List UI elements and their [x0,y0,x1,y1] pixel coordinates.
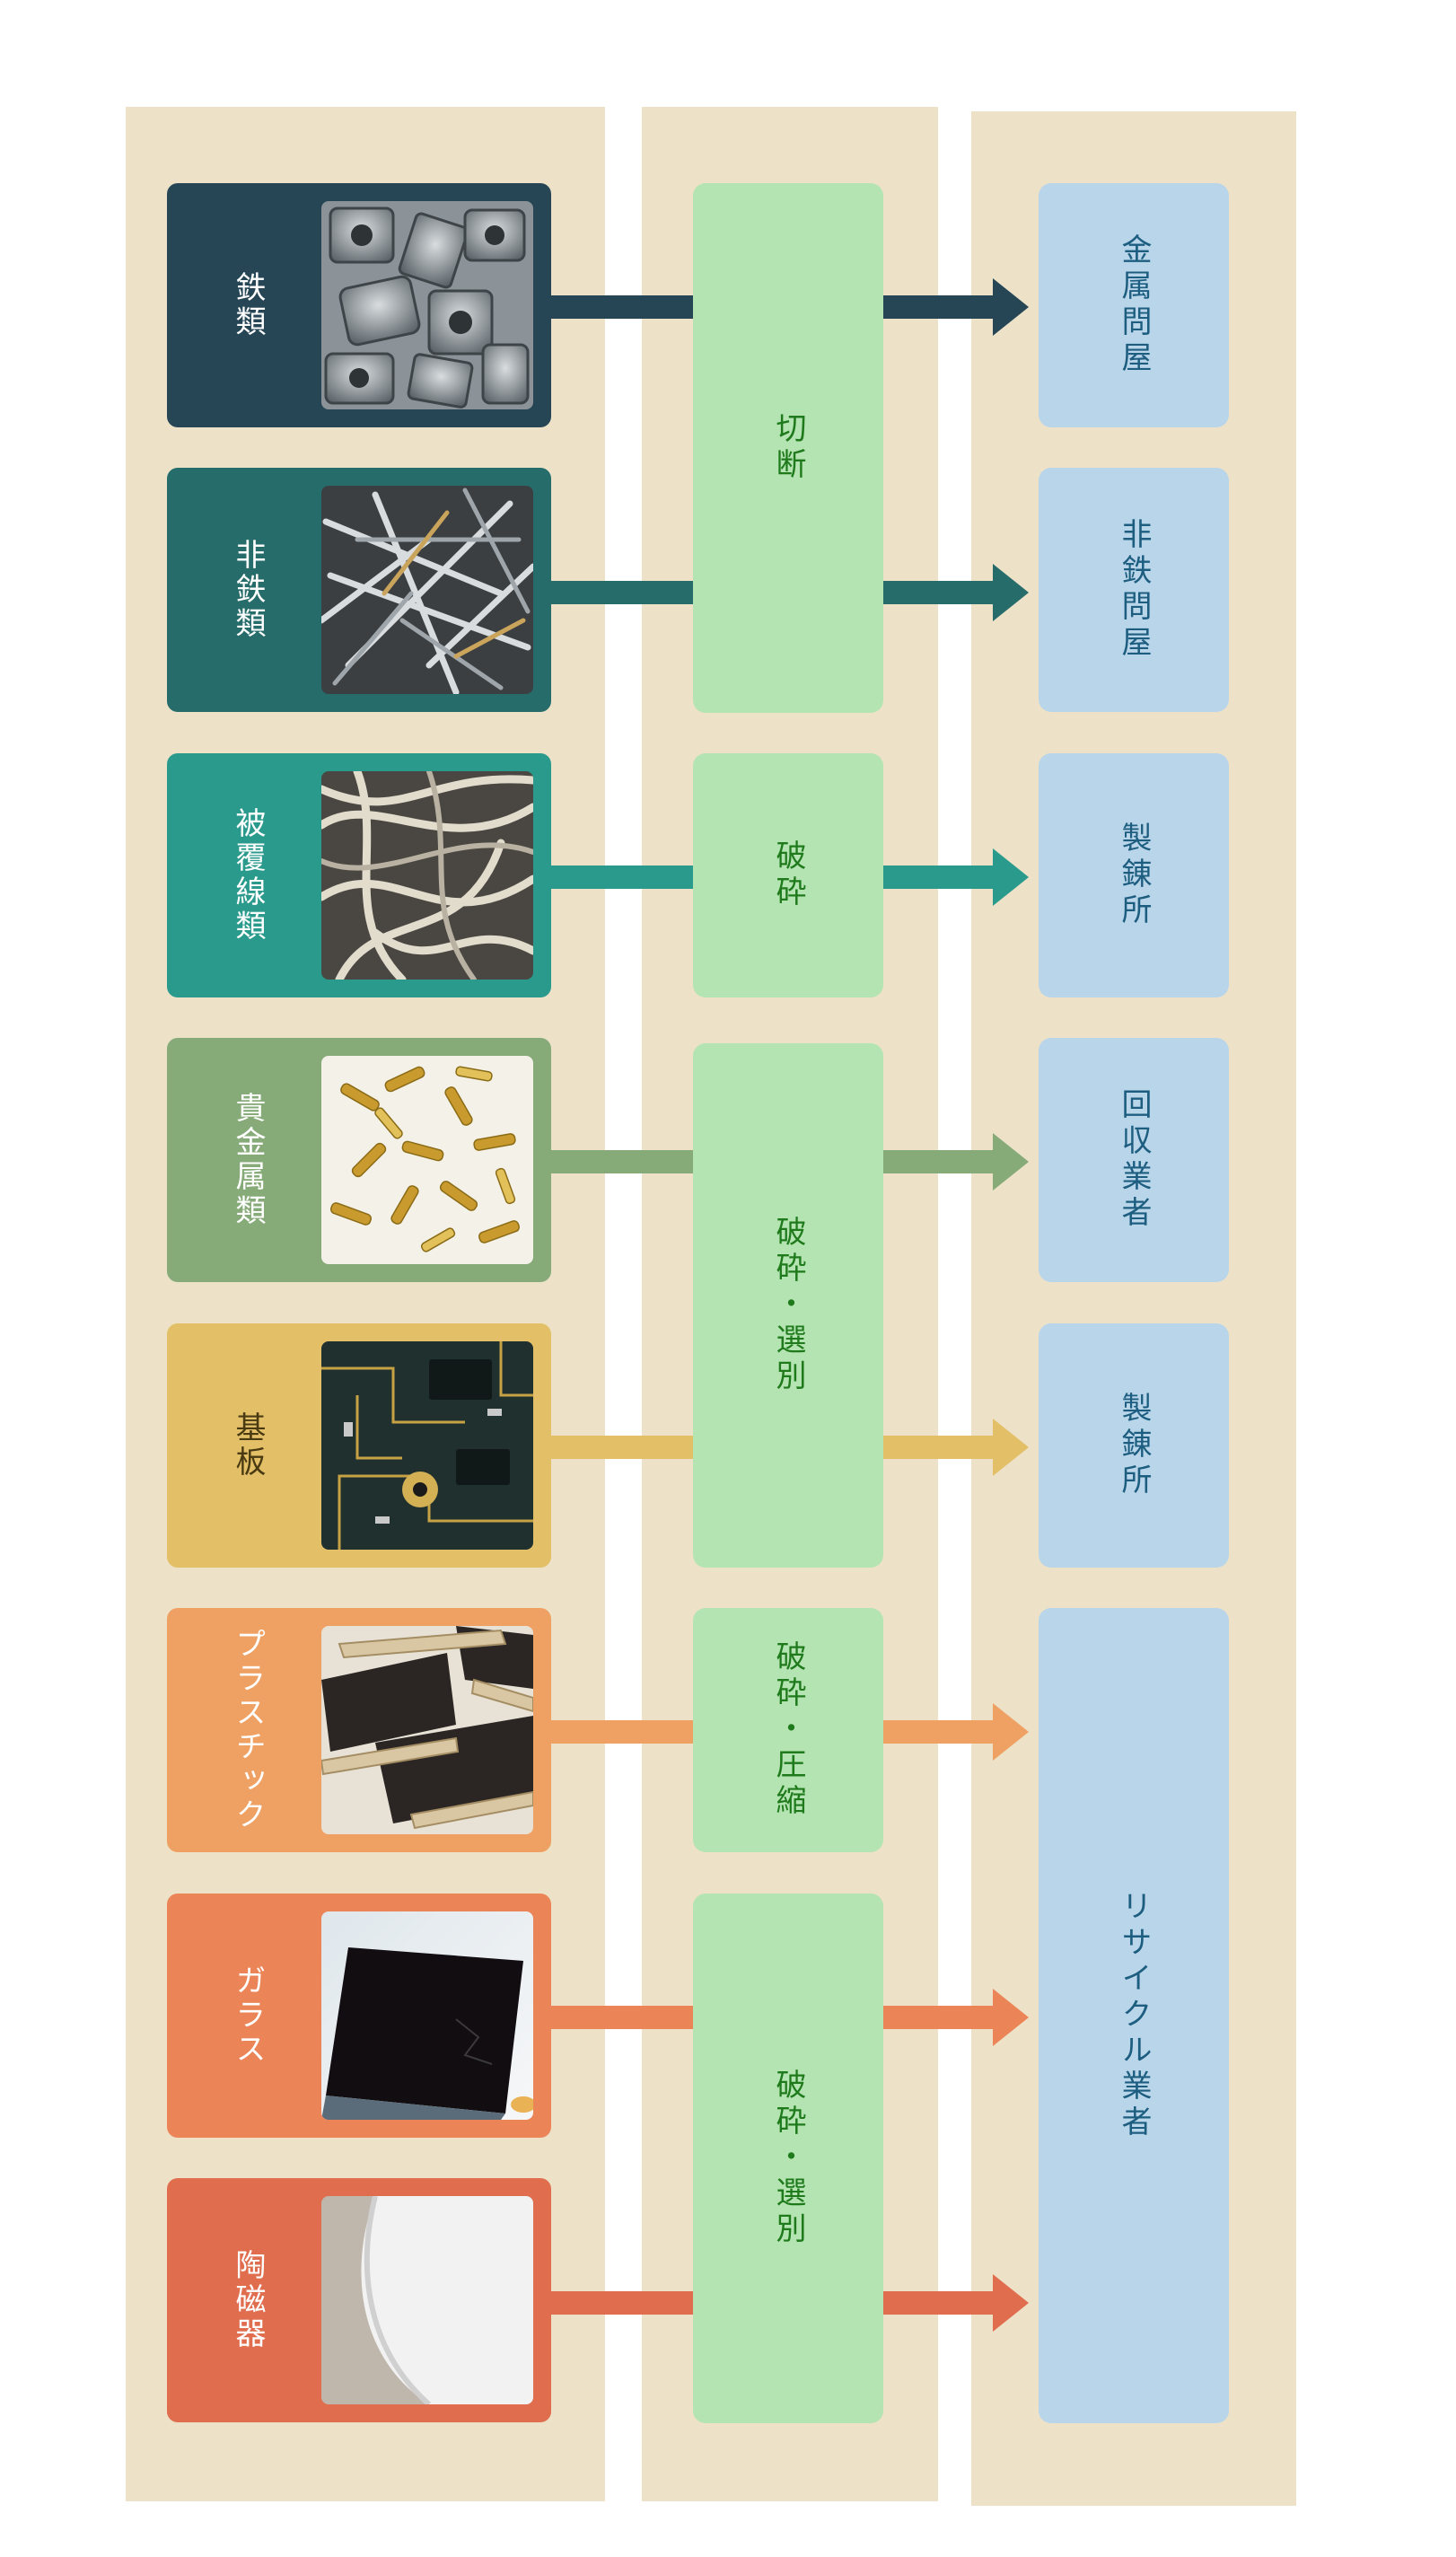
arrow-head-icon [993,278,1029,336]
category-plastic: プラスチック [167,1608,551,1852]
glass-panel-photo [321,1911,533,2120]
destination-label: リサイクル業者 [1116,1890,1152,2141]
arrow-head-icon [993,848,1029,906]
connector-to-destination [883,581,995,604]
destination-metal-wholesaler: 金属問屋 [1039,183,1229,427]
connector-to-destination [883,1720,995,1744]
arrow-head-icon [993,1133,1029,1191]
category-label: 貴金属類 [230,1092,266,1228]
connector-to-destination [883,2291,995,2315]
category-glass: ガラス [167,1894,551,2138]
arrow-head-icon [993,1989,1029,2046]
arrow-head-icon [993,1419,1029,1476]
destination-label: 回収業者 [1116,1088,1152,1232]
category-label: 鉄類 [230,271,266,339]
process-label: 切断 [770,412,806,484]
category-circuit-board: 基板 [167,1323,551,1568]
destination-nonferrous-wholesaler: 非鉄問屋 [1039,468,1229,712]
coated-wire-photo [321,771,533,980]
connector-to-process [551,2291,693,2315]
connector-to-process [551,2006,693,2029]
connector-to-process [551,866,693,889]
plastic-scrap-photo [321,1626,533,1834]
process-cutting: 切断 [693,183,883,713]
connector-to-process [551,295,693,319]
connector-to-process [551,1436,693,1459]
destination-label: 金属問屋 [1116,233,1152,377]
destination-smelter-2: 製錬所 [1039,1323,1229,1568]
process-label: 破砕 [770,839,806,911]
process-crushing-sorting: 破砕・選別 [693,1043,883,1568]
category-label: 非鉄類 [230,539,266,641]
steel-fittings-photo [321,201,533,409]
connector-to-destination [883,295,995,319]
arrow-head-icon [993,2274,1029,2332]
process-crushing-compressing: 破砕・圧縮 [693,1608,883,1852]
category-label: 被覆線類 [230,807,266,944]
category-label: ガラス [230,1964,266,2067]
destination-collector: 回収業者 [1039,1038,1229,1282]
connector-to-process [551,1720,693,1744]
category-label: プラスチック [230,1628,266,1832]
arrow-head-icon [993,564,1029,621]
destination-smelter: 製錬所 [1039,753,1229,997]
gold-pins-photo [321,1056,533,1264]
process-label: 破砕・選別 [770,1216,806,1395]
connector-to-destination [883,1150,995,1173]
process-label: 破砕・選別 [770,2069,806,2248]
connector-to-process [551,1150,693,1173]
category-precious-metals: 貴金属類 [167,1038,551,1282]
category-label: 基板 [230,1411,266,1480]
materials-column [126,107,605,2501]
destination-recycler: リサイクル業者 [1039,1608,1229,2423]
connector-to-destination [883,2006,995,2029]
category-nonferrous: 非鉄類 [167,468,551,712]
category-ceramics: 陶磁器 [167,2178,551,2422]
destination-label: 非鉄問屋 [1116,518,1152,662]
category-label: 陶磁器 [230,2249,266,2351]
destination-label: 製錬所 [1116,822,1152,929]
connector-to-destination [883,866,995,889]
category-coated-wire: 被覆線類 [167,753,551,997]
category-iron: 鉄類 [167,183,551,427]
connector-to-process [551,581,693,604]
connector-to-destination [883,1436,995,1459]
destination-label: 製錬所 [1116,1392,1152,1499]
process-label: 破砕・圧縮 [770,1640,806,1820]
process-crushing: 破砕 [693,753,883,997]
aluminium-scrap-photo [321,486,533,694]
process-crushing-sorting-2: 破砕・選別 [693,1894,883,2423]
ceramic-photo [321,2196,533,2404]
arrow-head-icon [993,1703,1029,1761]
circuit-board-photo [321,1341,533,1550]
